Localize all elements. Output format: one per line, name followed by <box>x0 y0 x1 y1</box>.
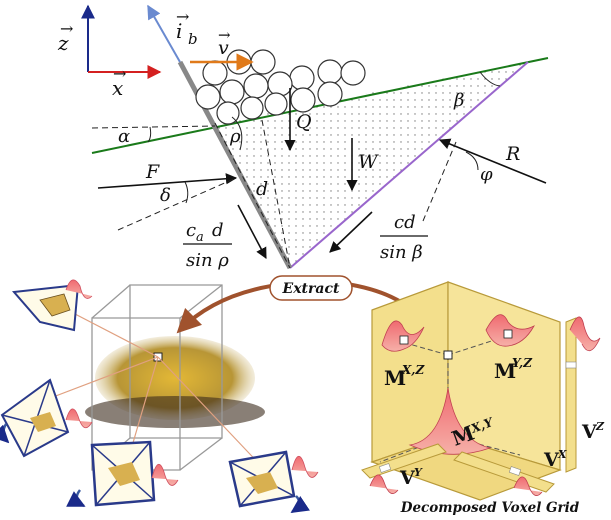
f-force-arrow <box>97 173 238 189</box>
soil-wedge <box>215 62 528 268</box>
beta-label: β <box>453 90 464 111</box>
voxel-grid-caption: Decomposed Voxel Grid <box>400 500 580 516</box>
camera-view-2 <box>0 378 93 458</box>
vector-y-sup: Y <box>414 466 423 479</box>
ground-line <box>91 57 549 154</box>
gaussian-vy <box>369 474 399 494</box>
blade-direction-arrow <box>147 4 181 63</box>
camera-view-3 <box>65 440 179 508</box>
alpha-reference-line <box>91 125 216 129</box>
cohesion-arrow <box>329 211 373 253</box>
frac-right-num: cd <box>394 212 416 233</box>
query-voxel <box>443 350 453 360</box>
velocity-vec: → <box>218 26 231 44</box>
z-axis-label: z <box>57 31 69 55</box>
camera-view-1 <box>11 279 93 332</box>
matrix-yz-sup: Y,Z <box>512 356 533 370</box>
soil-mechanics-diagram: z → x → i b → v → α ρ <box>57 4 549 271</box>
vector-z-bar <box>565 317 577 473</box>
radiance-field-cube <box>0 279 319 514</box>
ib-label: i <box>176 19 182 43</box>
x-axis-vec: → <box>113 64 126 83</box>
camera-view-4 <box>228 450 319 514</box>
velocity-label: v <box>218 37 229 59</box>
delta-label: δ <box>160 185 171 206</box>
alpha-label: α <box>118 126 130 147</box>
gaussian-xy <box>408 387 492 455</box>
r-force-arrow <box>438 138 547 184</box>
depth-label: d <box>256 178 268 200</box>
ib-subscript: b <box>188 30 198 48</box>
frac-left-c: c <box>186 220 196 241</box>
beta-arc <box>479 71 501 87</box>
x-axis-label: x <box>112 76 123 100</box>
ib-vec: → <box>176 7 189 26</box>
vector-x-sup: X <box>557 448 567 461</box>
decomposed-voxel-grid: M X,Z M Y,Z M X,Y V Z V Y V X Decomposed… <box>361 281 605 516</box>
gaussian-vz <box>569 316 601 352</box>
vector-z-sup: Z <box>595 420 605 433</box>
delta-arc <box>184 181 189 204</box>
vector-z-label: V <box>581 421 598 443</box>
matrix-yz-label: M <box>494 359 516 383</box>
frac-left-d: d <box>212 220 224 241</box>
alpha-arc <box>147 126 152 143</box>
f-normal-dashed <box>117 177 237 231</box>
vector-x-label: V <box>543 449 560 471</box>
adhesion-arrow <box>237 204 267 259</box>
phi-arc <box>465 151 479 171</box>
q-force-label: Q <box>296 111 312 133</box>
frac-left-den: sin ρ <box>186 250 229 271</box>
depth-dashed-line <box>214 122 291 269</box>
w-force-label: W <box>358 151 379 173</box>
frac-right-den: sin β <box>380 242 423 263</box>
matrix-xz-label: M <box>384 366 406 390</box>
vector-y-label: V <box>399 467 416 489</box>
frac-left-sub-a: a <box>196 230 204 245</box>
extract-badge <box>269 275 353 301</box>
extract-label: Extract <box>282 281 340 297</box>
matrix-xz-sup: X,Z <box>401 363 425 377</box>
phi-label: φ <box>480 164 493 185</box>
failure-plane <box>289 61 529 269</box>
z-axis-vec: → <box>60 19 73 38</box>
rho-arc <box>231 116 243 151</box>
rho-label: ρ <box>229 126 241 147</box>
f-force-label: F <box>145 161 160 183</box>
blurred-ground <box>85 396 265 428</box>
depth-line <box>261 119 291 269</box>
vector-x-bar <box>453 451 555 493</box>
gaussian-vx <box>513 476 543 496</box>
r-normal-dashed <box>422 141 457 222</box>
r-force-label: R <box>505 143 520 165</box>
